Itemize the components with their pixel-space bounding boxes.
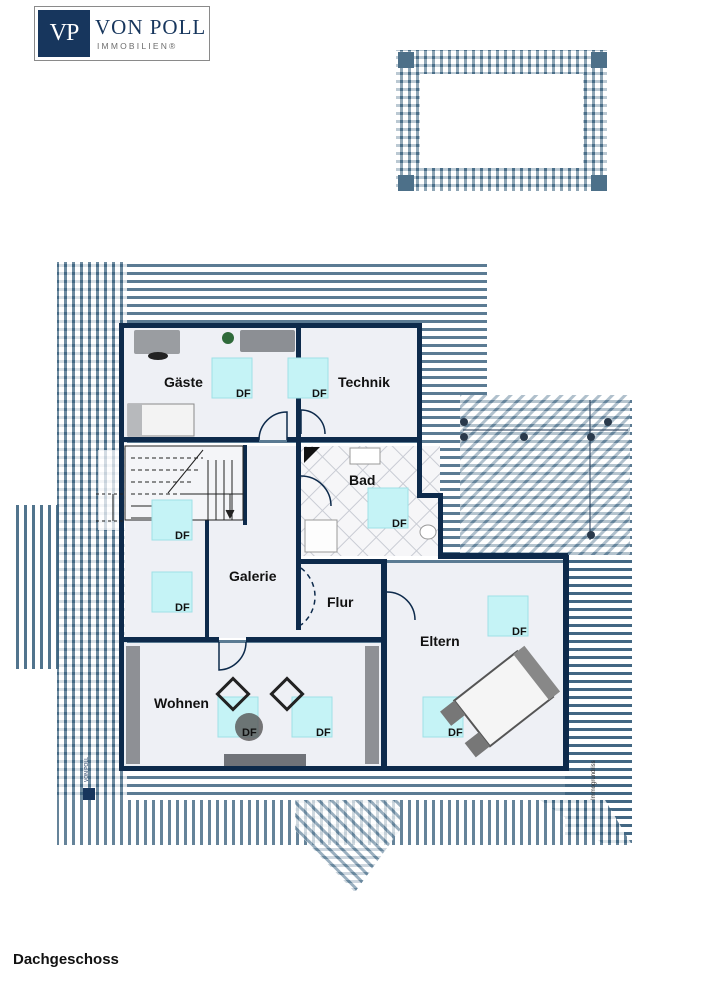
room-label-galerie: Galerie xyxy=(229,568,277,584)
room-label-gaeste: Gäste xyxy=(164,374,203,390)
walls xyxy=(119,323,569,771)
room-label-flur: Flur xyxy=(327,594,354,610)
window-label: DF xyxy=(316,727,331,739)
doors xyxy=(218,409,416,671)
furniture xyxy=(126,330,561,766)
watermark-brand: VON POLL xyxy=(84,757,90,782)
room-label-wohnen: Wohnen xyxy=(154,695,209,711)
logo-name: VON POLL xyxy=(95,15,207,39)
window-label: DF xyxy=(512,626,527,638)
roof-window xyxy=(151,571,193,613)
roof-window xyxy=(287,357,329,399)
floor-caption: Dachgeschoss xyxy=(13,951,119,968)
von-poll-logo: VP VON POLL IMMOBILIEN® xyxy=(34,6,210,61)
roof-window xyxy=(367,487,409,529)
roof-window xyxy=(151,499,193,541)
logo-subtitle: IMMOBILIEN® xyxy=(97,41,178,51)
window-label: DF xyxy=(242,727,257,739)
roof-posts xyxy=(460,418,612,539)
logo-mark: VP xyxy=(38,10,90,57)
window-label: DF xyxy=(175,530,190,542)
upper-roof xyxy=(396,50,607,191)
window-label: DF xyxy=(312,388,327,400)
watermark-credit: Immogrundriss xyxy=(591,760,597,800)
window-label: DF xyxy=(175,602,190,614)
window-label: DF xyxy=(392,518,407,530)
watermark: VON POLL Immogrundriss xyxy=(83,757,597,800)
window-labels: DF DF DF DF DF DF DF DF DF xyxy=(175,388,527,739)
window-label: DF xyxy=(448,727,463,739)
room-label-technik: Technik xyxy=(338,374,390,390)
roof-window xyxy=(211,357,253,399)
room-label-eltern: Eltern xyxy=(420,633,460,649)
roof-ridge-lines xyxy=(463,400,628,540)
window-label: DF xyxy=(236,388,251,400)
room-labels: Gäste Technik Bad Galerie Flur Eltern Wo… xyxy=(154,374,460,711)
room-label-bad: Bad xyxy=(349,472,375,488)
roof-window xyxy=(291,696,333,738)
roof-window xyxy=(487,595,529,637)
